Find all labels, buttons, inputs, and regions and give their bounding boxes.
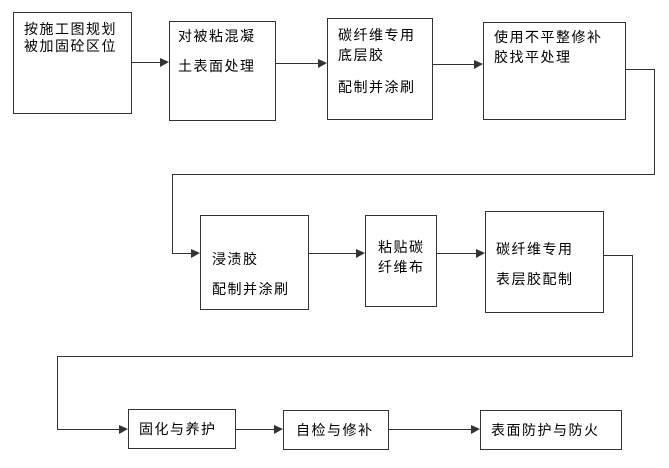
connector-b7-b8-seg2 [632, 255, 633, 356]
arrow-b3-b4-shaft [433, 64, 475, 65]
arrow-b6-b7-shaft [437, 253, 477, 254]
node-label-line: 浸渍胶 [212, 252, 259, 268]
node-primer-adhesive-apply: 碳纤维专用 底层胶 配制并涂刷 [327, 18, 433, 120]
arrow-b5-b6-shaft [309, 253, 357, 254]
node-label-line: 表面防护与防火 [491, 423, 600, 439]
arrow-b9-b10-shaft [389, 429, 473, 430]
node-label-line: 表层胶配制 [496, 272, 574, 288]
node-paste-carbon-fiber-cloth: 粘贴碳 纤维布 [365, 215, 437, 307]
arrow-b1-b2-head-icon [160, 58, 169, 67]
node-label-line: 碳纤维专用 [496, 242, 574, 258]
node-label-line: 按施工图规划 [24, 22, 117, 38]
node-label-line: 使用不平整修补 [494, 30, 603, 46]
arrow-b3-b4-head-icon [474, 60, 483, 69]
arrow-b6-b7-head-icon [476, 249, 485, 258]
arrow-b8-b9-head-icon [274, 425, 283, 434]
node-leveling-repair-adhesive: 使用不平整修补 胶找平处理 [483, 22, 626, 120]
node-label-line: 底层胶 [338, 48, 385, 64]
arrow-b8-b9-shaft [236, 429, 276, 430]
connector-b4-b5-seg5 [172, 253, 192, 254]
node-label-line: 固化与养护 [139, 422, 217, 438]
node-label-line: 配制并涂刷 [212, 282, 290, 298]
connector-b4-b5-seg3 [172, 174, 655, 175]
node-label-line: 被加固砼区位 [24, 39, 117, 55]
node-surface-fire-protection: 表面防护与防火 [480, 410, 622, 450]
connector-b4-b5-seg2 [654, 69, 655, 175]
node-plan-reinforcement-area: 按施工图规划 被加固砼区位 [13, 12, 132, 114]
connector-b4-b5-seg1 [625, 69, 655, 70]
arrow-b5-b6-head-icon [356, 249, 365, 258]
node-label-line: 配制并涂刷 [338, 80, 416, 96]
connector-b7-b8-seg4 [57, 356, 58, 429]
arrow-b9-b10-head-icon [471, 425, 480, 434]
arrow-b2-b3-shaft [276, 63, 320, 64]
node-label-line: 土表面处理 [178, 59, 256, 75]
node-label-line: 纤维布 [378, 260, 425, 276]
node-label-line: 粘贴碳 [378, 240, 425, 256]
node-topcoat-adhesive-prepare: 碳纤维专用 表层胶配制 [485, 211, 604, 313]
node-label-line: 自检与修补 [296, 423, 374, 439]
connector-b4-b5-head-icon [191, 249, 200, 258]
arrow-b2-b3-head-icon [318, 59, 327, 68]
connector-b7-b8-seg1 [604, 255, 633, 256]
node-label-line: 胶找平处理 [494, 50, 572, 66]
node-curing-maintenance: 固化与养护 [128, 409, 236, 449]
connector-b4-b5-seg4 [172, 174, 173, 254]
connector-b7-b8-seg3 [57, 356, 633, 357]
node-concrete-surface-treatment: 对被粘混凝 土表面处理 [169, 21, 276, 121]
arrow-b1-b2-shaft [132, 62, 162, 63]
node-label-line: 对被粘混凝 [178, 29, 256, 45]
connector-b7-b8-seg5 [57, 429, 120, 430]
node-self-inspection-repair: 自检与修补 [283, 410, 389, 450]
node-impregnating-adhesive-apply: 浸渍胶 配制并涂刷 [200, 215, 309, 310]
node-label-line: 碳纤维专用 [338, 28, 416, 44]
connector-b7-b8-head-icon [119, 425, 128, 434]
